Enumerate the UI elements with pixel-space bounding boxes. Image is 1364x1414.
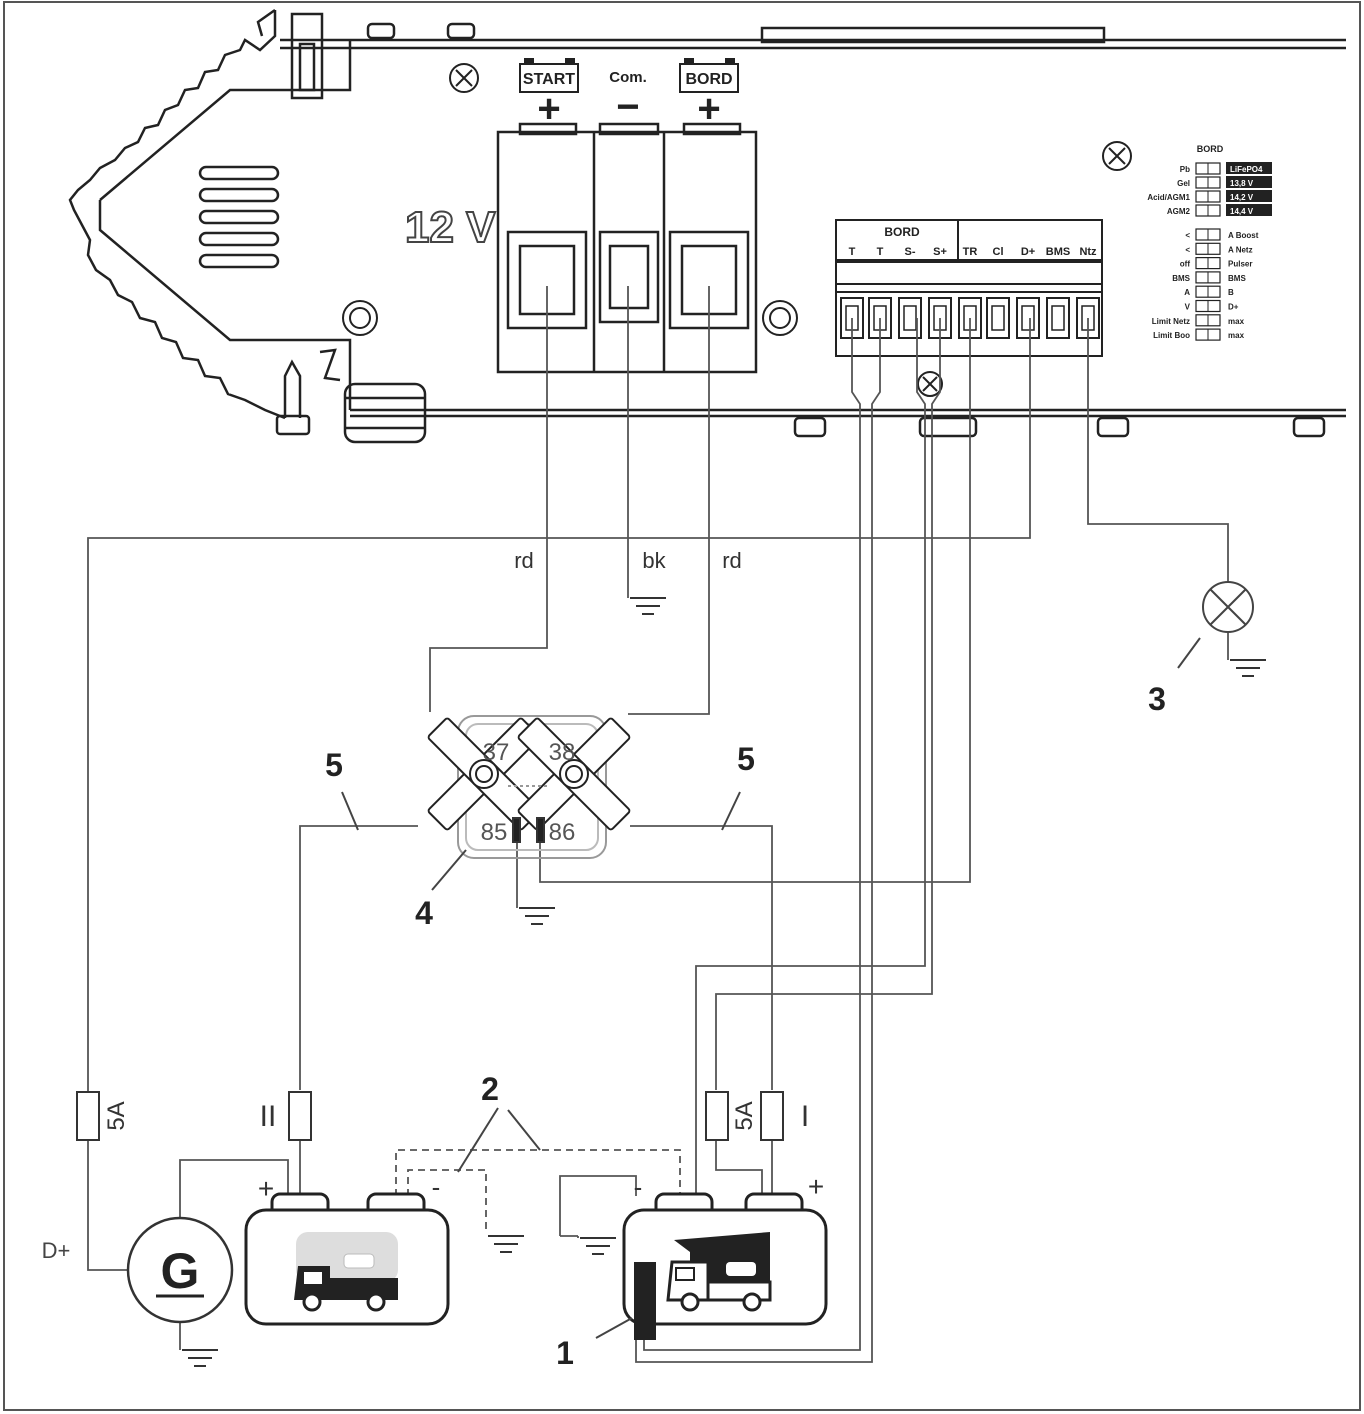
temperature-sensor-icon: [595, 1262, 656, 1340]
dip-right-label: LiFePO4: [1230, 165, 1263, 174]
ground-symbol: [579, 1237, 617, 1255]
battery-minus-label: -: [432, 1172, 441, 1202]
ground-symbol: [1229, 659, 1267, 677]
wire-color-label: rd: [514, 548, 534, 573]
dip-left-label: Limit Netz: [1152, 317, 1190, 326]
dip-left-label: <: [1185, 245, 1190, 254]
relay-pin-label: 85: [481, 819, 508, 846]
dip-right-label: max: [1228, 331, 1245, 340]
dip-right-label: A Netz: [1228, 245, 1253, 254]
connector-pin-label: T: [849, 246, 856, 258]
dip-right-label: max: [1228, 317, 1245, 326]
dip-left-label: A: [1184, 288, 1190, 297]
fuse-rating-label: 5A: [103, 1101, 130, 1130]
ground-symbol: [487, 1235, 525, 1253]
fuse-label-I: I: [801, 1100, 809, 1133]
connector-group-label: BORD: [884, 225, 920, 239]
dip-right-label: BMS: [1228, 274, 1246, 283]
signal-connector: [835, 219, 1103, 357]
connector-pin-label: T: [877, 246, 884, 258]
fuse-rating-label: 5A: [731, 1101, 758, 1130]
dip-left-label: Limit Boo: [1153, 331, 1190, 340]
relay-pin-label: 37: [483, 739, 510, 766]
generator-icon: [126, 1216, 234, 1324]
connector-pin-label: D+: [1021, 246, 1035, 258]
callout-number: 4: [415, 895, 433, 931]
device-housing: [68, 8, 1346, 444]
terminal-bord-label: BORD: [685, 71, 732, 88]
callout-number: 1: [556, 1335, 574, 1371]
dip-right-label: D+: [1228, 303, 1239, 312]
callout-number: 5: [737, 741, 755, 777]
connector-pin-label: Cl: [993, 246, 1004, 258]
screw-icon: [342, 63, 1132, 397]
wire-color-label: bk: [642, 548, 666, 573]
callout-number: 5: [325, 747, 343, 783]
dip-right-label: B: [1228, 288, 1234, 297]
plus-sign: +: [537, 87, 560, 131]
battery-minus-label: -: [634, 1172, 643, 1202]
dip-right-label: 13,8 V: [1230, 179, 1254, 188]
battery-plus-label: +: [808, 1171, 824, 1202]
minus-sign: −: [616, 85, 639, 129]
connector-pin: [1016, 297, 1040, 339]
dip-right-label: 14,2 V: [1230, 193, 1254, 202]
main-terminal-block: [496, 122, 758, 374]
dip-left-label: Acid/AGM1: [1147, 193, 1190, 202]
generator-dplus-label: D+: [42, 1238, 71, 1263]
callout-number: 3: [1148, 681, 1166, 717]
callout-leaders: [341, 791, 741, 1173]
dip-left-label: V: [1185, 303, 1191, 312]
generator-symbol: G: [161, 1243, 200, 1299]
connector-pin-label: BMS: [1046, 246, 1070, 258]
dip-left-label: BMS: [1172, 274, 1190, 283]
dip-left-label: AGM2: [1167, 207, 1191, 216]
wire-color-label: rd: [722, 548, 742, 573]
outer-frame: [3, 1, 1361, 1411]
starter-battery-icon: [244, 1192, 450, 1326]
fuse-label-II: II: [260, 1100, 277, 1133]
lamp-icon: [1177, 581, 1254, 669]
dip-right-label: 14,4 V: [1230, 207, 1254, 216]
dip-right-label: Pulser: [1228, 260, 1252, 269]
callout-number: 2: [481, 1071, 499, 1107]
dip-title: BORD: [1197, 144, 1224, 154]
terminal-start-label: START: [523, 71, 575, 88]
terminal-common-label: Com.: [609, 69, 647, 86]
connector-pin: [986, 297, 1010, 339]
ground-symbol: [181, 1349, 219, 1367]
connector-pin-label: TR: [963, 246, 978, 258]
relay-pin-label: 38: [549, 739, 576, 766]
dip-left-label: Pb: [1180, 165, 1190, 174]
plus-sign: +: [697, 87, 720, 131]
relay-pin-label: 86: [549, 819, 576, 846]
leisure-battery-icon: [622, 1192, 828, 1326]
relay-icon: [427, 715, 631, 859]
connector-pin-label: S-: [905, 246, 916, 258]
battery-plus-label: +: [258, 1173, 274, 1204]
fuse-icon: [76, 1091, 784, 1141]
ground-symbol: [518, 907, 556, 925]
voltage-label: 12 V: [405, 203, 496, 252]
dashed-ground-link: [395, 1149, 681, 1234]
connector-pin-label: Ntz: [1079, 246, 1097, 258]
dip-left-label: Gel: [1177, 179, 1190, 188]
dip-left-label: off: [1180, 260, 1191, 269]
dip-left-label: <: [1185, 231, 1190, 240]
connector-pin-label: S+: [933, 246, 947, 258]
wiring: [87, 286, 1229, 1363]
dip-right-label: A Boost: [1228, 231, 1259, 240]
ground-symbol: [629, 597, 667, 615]
connector-pin: [1046, 297, 1070, 339]
